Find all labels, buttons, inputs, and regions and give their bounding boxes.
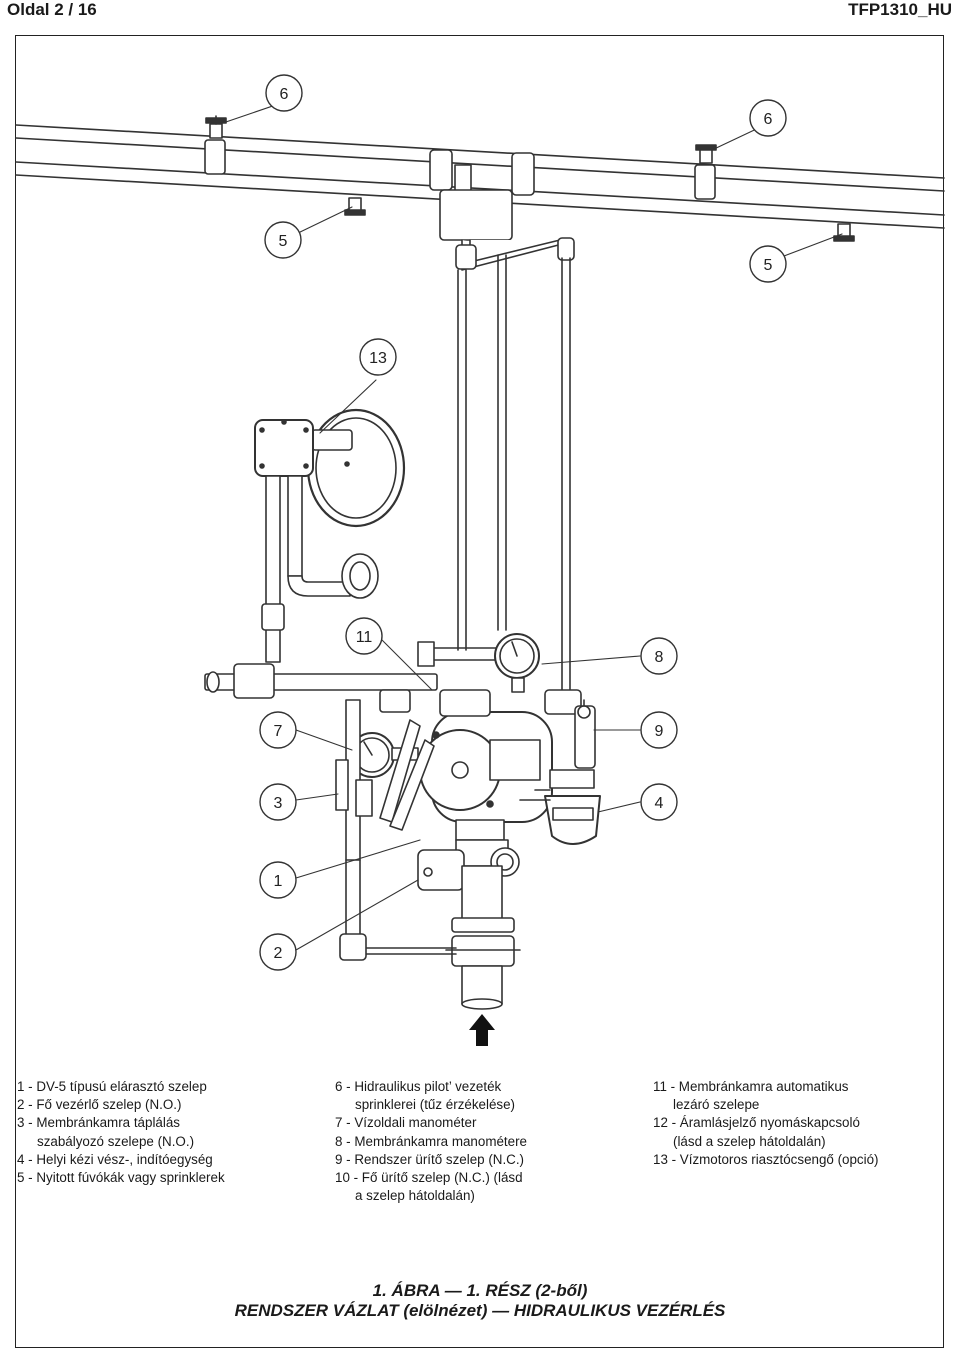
manifold-line bbox=[204, 663, 438, 699]
callout-5-left: 5 bbox=[264, 221, 302, 259]
legend-item-1: 1 - DV-5 típusú elárasztó szelep bbox=[17, 1079, 207, 1094]
pilot-line-pipes bbox=[15, 124, 945, 229]
water-motor-alarm bbox=[254, 408, 406, 528]
legend-item-8: 8 - Membránkamra manométere bbox=[335, 1133, 527, 1149]
vertical-pilot-pipes bbox=[457, 254, 571, 691]
legend-item-3-cont: szabályozó szelepe (N.O.) bbox=[37, 1133, 195, 1149]
right-trim bbox=[519, 689, 601, 845]
sprinkler-head bbox=[695, 144, 717, 164]
legend-item-12: 12 - Áramlásjelző nyomáskapcsoló bbox=[653, 1115, 860, 1131]
open-nozzle bbox=[344, 197, 366, 216]
legend-item-10: 10 - Fő ürítő szelep (N.C.) (lásd bbox=[335, 1170, 523, 1186]
figure-caption-title: 1. ÁBRA — 1. RÉSZ (2-ből) bbox=[372, 1281, 588, 1300]
legend-item-6: 6 - Hidraulikus pilot’ vezeték bbox=[335, 1079, 502, 1094]
system-diagram: 6 6 5 5 13 11 8 7 bbox=[15, 74, 945, 1046]
sprinkler-heads bbox=[205, 115, 855, 242]
svg-text:2: 2 bbox=[274, 945, 283, 962]
supply-line bbox=[339, 859, 457, 961]
legend-item-6-cont: sprinklerei (tűz érzékelése) bbox=[355, 1097, 516, 1113]
svg-text:8: 8 bbox=[655, 649, 664, 666]
callout-1: 1 bbox=[259, 861, 297, 899]
legend-item-10-cont: a szelep hátoldalán) bbox=[355, 1188, 475, 1204]
legend-item-3: 3 - Membránkamra táplálás bbox=[17, 1115, 180, 1131]
svg-text:9: 9 bbox=[655, 723, 664, 740]
legend-column-2: 6 - Hidraulikus pilot’ vezeték sprinkler… bbox=[335, 1078, 527, 1205]
svg-text:3: 3 bbox=[274, 795, 283, 812]
callout-4: 4 bbox=[640, 783, 678, 821]
svg-text:13: 13 bbox=[369, 350, 387, 367]
pipe-couplings bbox=[204, 139, 716, 200]
page-header: Oldal 2 / 16 TFP1310_HU bbox=[0, 0, 960, 22]
callout-bubbles: 6 6 5 5 13 11 8 7 bbox=[259, 74, 787, 971]
svg-text:7: 7 bbox=[274, 723, 283, 740]
callout-6-right: 6 bbox=[749, 99, 787, 137]
callout-8: 8 bbox=[640, 637, 678, 675]
riser-connection bbox=[439, 189, 575, 271]
callout-6-left: 6 bbox=[265, 74, 303, 112]
svg-text:11: 11 bbox=[356, 629, 373, 646]
figure-frame bbox=[15, 35, 944, 1348]
callout-3: 3 bbox=[259, 783, 297, 821]
legend-item-13: 13 - Vízmotoros riasztócsengő (opció) bbox=[653, 1151, 879, 1167]
svg-text:5: 5 bbox=[764, 257, 773, 274]
callout-13: 13 bbox=[359, 338, 397, 376]
callout-11: 11 bbox=[345, 617, 383, 655]
legend-item-11: 11 - Membránkamra automatikus bbox=[653, 1079, 849, 1094]
svg-text:6: 6 bbox=[764, 111, 773, 128]
figure-caption-subtitle: RENDSZER VÁZLAT (elölnézet) — HIDRAULIKU… bbox=[234, 1301, 726, 1320]
alarm-piping bbox=[261, 475, 379, 663]
callout-9: 9 bbox=[640, 711, 678, 749]
legend-column-3: 11 - Membránkamra automatikus lezáró sze… bbox=[653, 1078, 879, 1169]
svg-text:1: 1 bbox=[274, 873, 283, 890]
legend-item-7: 7 - Vízoldali manométer bbox=[335, 1115, 477, 1131]
sprinkler-head bbox=[205, 115, 227, 139]
legend-item-4: 4 - Helyi kézi vész-, indítóegység bbox=[17, 1151, 213, 1167]
legend-column-1: 1 - DV-5 típusú elárasztó szelep 2 - Fő … bbox=[17, 1078, 225, 1187]
callout-7: 7 bbox=[259, 711, 297, 749]
legend-item-2: 2 - Fő vezérlő szelep (N.O.) bbox=[17, 1097, 182, 1113]
legend-item-12-cont: (lásd a szelep hátoldalán) bbox=[673, 1133, 826, 1149]
document-id: TFP1310_HU bbox=[848, 0, 952, 19]
svg-text:4: 4 bbox=[655, 795, 664, 812]
svg-text:6: 6 bbox=[280, 86, 289, 103]
priming-piping bbox=[335, 689, 435, 861]
lower-riser bbox=[417, 839, 521, 1010]
flow-arrow bbox=[469, 1014, 495, 1046]
legend-item-5: 5 - Nyitott fúvókák vagy sprinklerek bbox=[17, 1170, 225, 1186]
legend-item-11-cont: lezáró szelepe bbox=[673, 1097, 760, 1113]
svg-text:5: 5 bbox=[279, 233, 288, 250]
legend-item-9: 9 - Rendszer ürítő szelep (N.C.) bbox=[335, 1151, 525, 1167]
page-number: Oldal 2 / 16 bbox=[7, 0, 97, 19]
open-nozzle bbox=[833, 223, 855, 242]
callout-5-right: 5 bbox=[749, 245, 787, 283]
deluge-valve-body bbox=[419, 689, 553, 841]
diaphragm-gauge bbox=[417, 633, 540, 693]
callout-2: 2 bbox=[259, 933, 297, 971]
callout-leaders bbox=[219, 95, 843, 951]
